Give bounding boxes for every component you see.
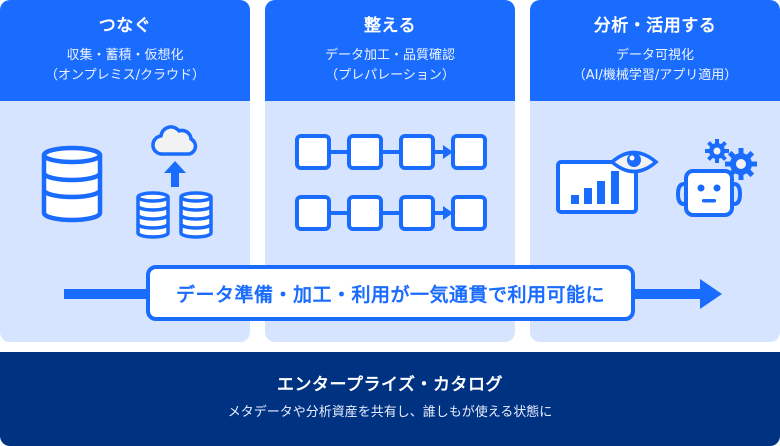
stage-subtitle-line2: （オンプレミス/クラウド） (45, 68, 205, 83)
flow-arrowhead-icon (700, 279, 722, 309)
footer-subtitle: メタデータや分析資産を共有し、誰しもが使える状態に (227, 405, 553, 420)
stage-subtitle: データ可視化 （AI/機械学習/アプリ適用） (530, 46, 780, 86)
flow-label: データ準備・加工・利用が一気通貫で利用可能に (175, 283, 605, 306)
footer-title: エンタープライズ・カタログ (277, 375, 503, 395)
stage-prepare-header: 整える データ加工・品質確認 （プレパレーション） (265, 0, 515, 101)
flow-label-box: データ準備・加工・利用が一気通貫で利用可能に (146, 265, 635, 321)
enterprise-catalog-band: エンタープライズ・カタログ メタデータや分析資産を共有し、誰しもが使える状態に (0, 352, 780, 446)
stage-connect: つなぐ 収集・蓄積・仮想化 （オンプレミス/クラウド） (0, 0, 250, 342)
pipeline-flow-icon (295, 134, 487, 170)
stage-subtitle-line2: （プレパレーション） (325, 68, 455, 83)
stage-subtitle-line1: 収集・蓄積・仮想化 (66, 48, 184, 63)
database-stack-icon (136, 191, 213, 239)
upload-arrow-icon (164, 161, 186, 187)
stage-subtitle: 収集・蓄積・仮想化 （オンプレミス/クラウド） (0, 46, 250, 86)
stage-subtitle-line1: データ加工・品質確認 (324, 48, 455, 63)
stage-analyze: 分析・活用する データ可視化 （AI/機械学習/アプリ適用） (530, 0, 780, 342)
stage-title: 整える (364, 16, 416, 36)
stage-subtitle: データ加工・品質確認 （プレパレーション） (265, 46, 515, 86)
cloud-icon (151, 125, 198, 156)
database-icon (41, 145, 103, 223)
stage-subtitle-line2: （AI/機械学習/アプリ適用） (572, 68, 738, 83)
stage-analyze-header: 分析・活用する データ可視化 （AI/機械学習/アプリ適用） (530, 0, 780, 101)
stage-connect-body (0, 101, 250, 342)
chart-monitor-eye-icon (556, 150, 659, 214)
stage-connect-header: つなぐ 収集・蓄積・仮想化 （オンプレミス/クラウド） (0, 0, 250, 101)
stage-title: 分析・活用する (593, 16, 717, 36)
stage-analyze-body (530, 101, 780, 342)
robot-icon (676, 169, 742, 217)
stage-subtitle-line1: データ可視化 (615, 48, 694, 63)
gear-icon (725, 148, 757, 180)
stage-title: つなぐ (98, 16, 152, 36)
gear-icon (705, 139, 729, 163)
pipeline-flow-icon (295, 195, 487, 231)
